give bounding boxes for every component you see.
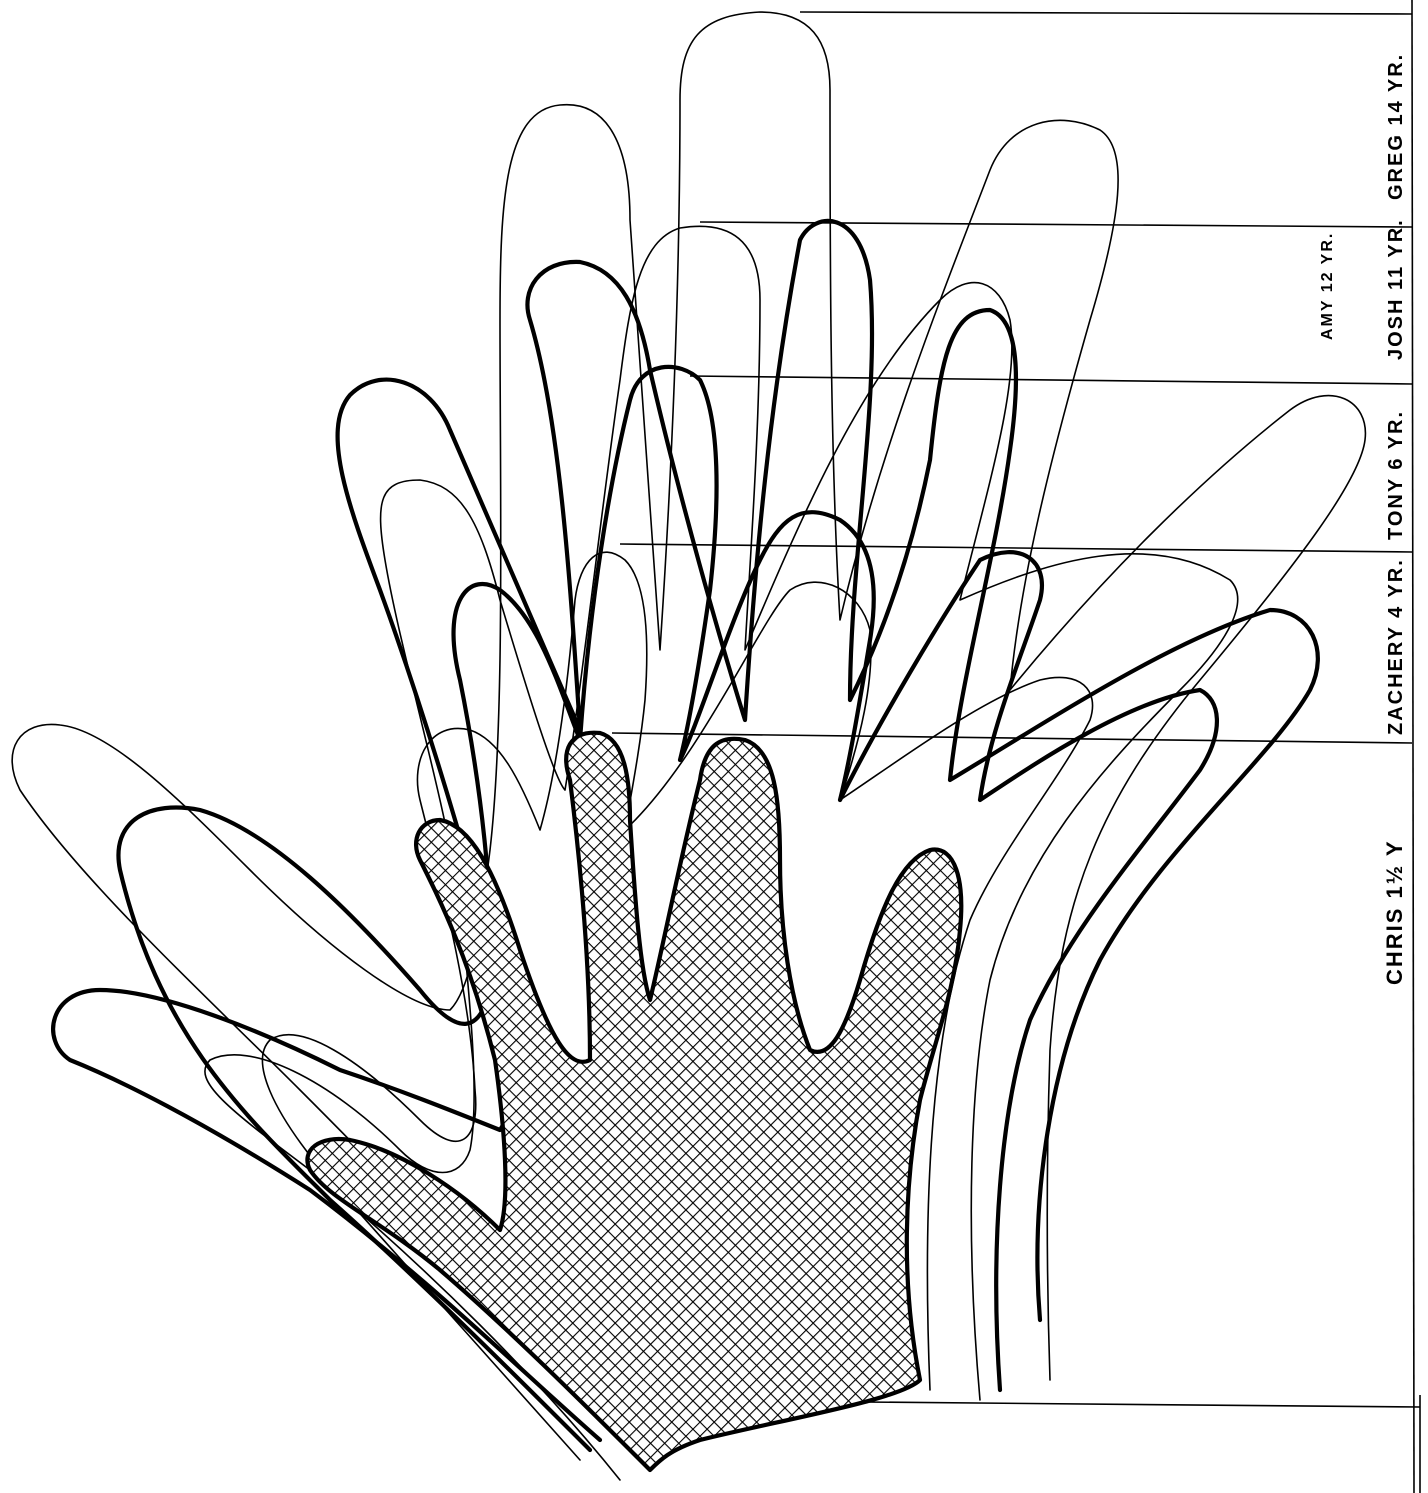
label-greg: GREG 14 YR. bbox=[1385, 53, 1407, 200]
ref-line-greg bbox=[800, 12, 1412, 14]
ref-line-amy bbox=[700, 222, 1412, 227]
hand-outline-chris bbox=[307, 733, 961, 1470]
age-labels: GREG 14 YR. AMY 12 YR. JOSH 11 YR. TONY … bbox=[1319, 53, 1407, 985]
label-josh: JOSH 11 YR. bbox=[1385, 218, 1407, 360]
label-zachery: ZACHERY 4 YR. bbox=[1385, 558, 1407, 735]
label-tony: TONY 6 YR. bbox=[1385, 410, 1407, 540]
label-chris: CHRIS 1½ Y bbox=[1382, 839, 1407, 985]
ref-line-tony bbox=[690, 376, 1412, 384]
scale-axis-line bbox=[1412, 0, 1414, 1493]
label-amy: AMY 12 YR. bbox=[1319, 232, 1336, 340]
